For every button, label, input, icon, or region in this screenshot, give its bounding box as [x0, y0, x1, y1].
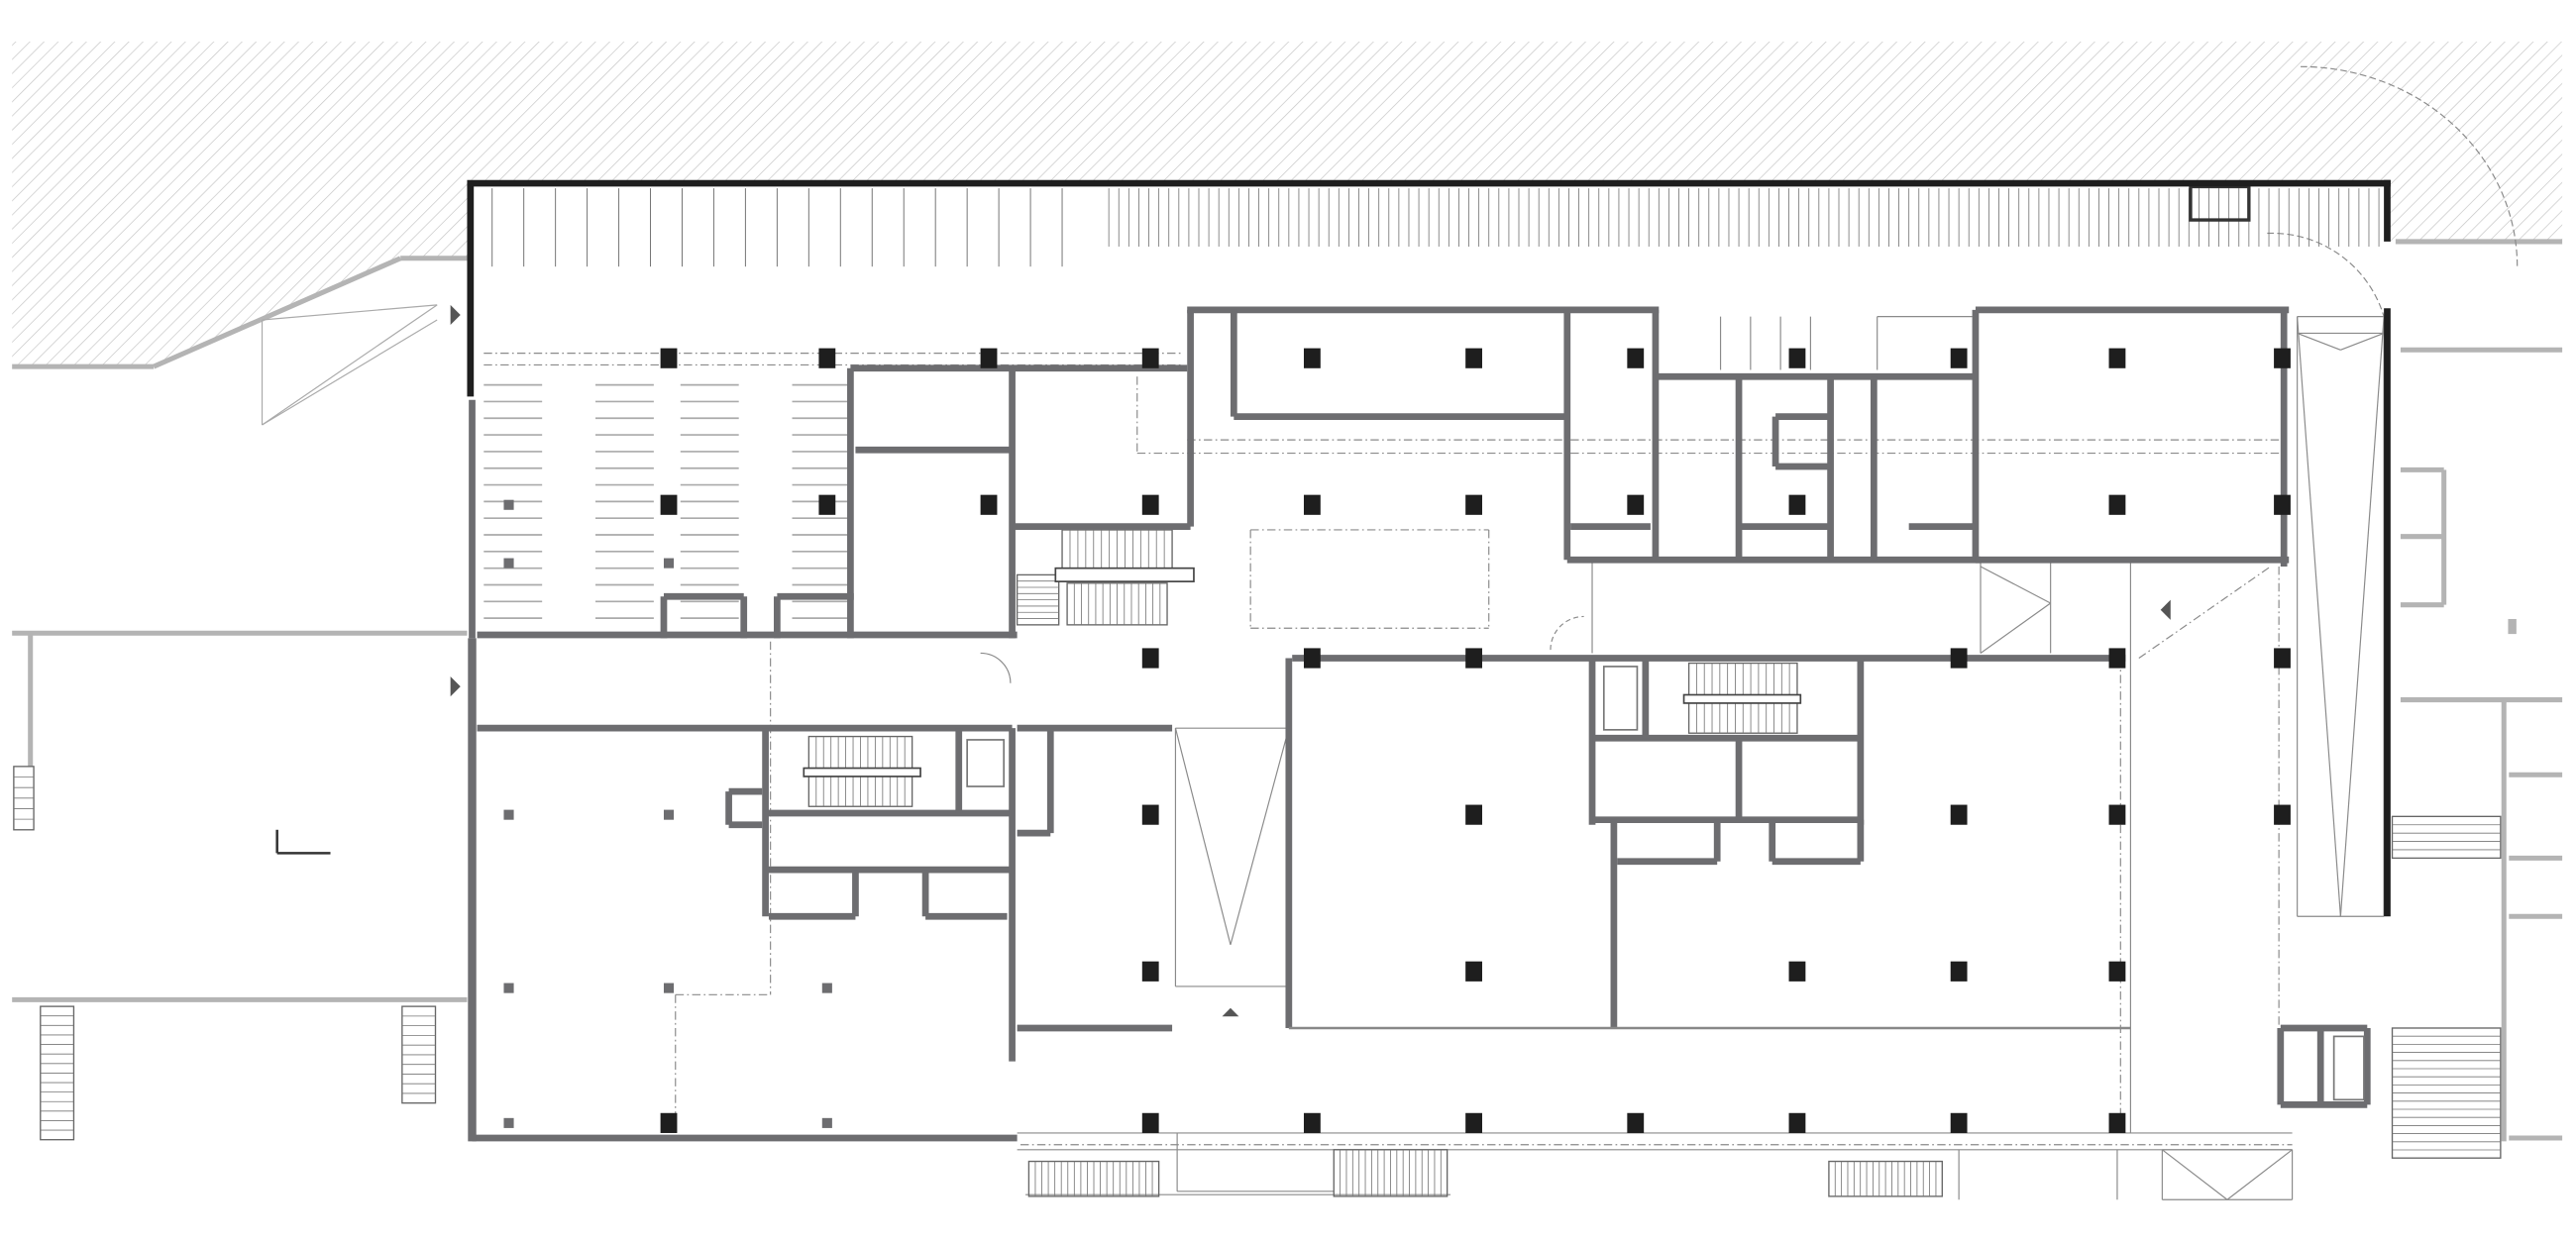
secondary-column	[663, 809, 675, 820]
door-swing	[1550, 615, 1584, 651]
secondary-column	[503, 1117, 514, 1128]
stairs	[13, 383, 2502, 1197]
column	[1141, 804, 1159, 825]
ramp-line	[262, 319, 438, 426]
structural-columns	[503, 348, 2291, 1133]
column	[1788, 961, 1806, 982]
outline-line	[2226, 1149, 2293, 1200]
secondary-column	[663, 983, 675, 993]
outline-line	[2162, 1149, 2228, 1200]
column	[1141, 494, 1159, 515]
column	[1465, 348, 1482, 368]
column	[980, 348, 998, 368]
entrance-arrow-icon	[450, 676, 461, 697]
column	[2274, 494, 2291, 515]
column	[2274, 804, 2291, 825]
secondary-column	[503, 499, 514, 510]
secondary-column	[503, 558, 514, 569]
column	[1465, 494, 1482, 515]
fixture	[1602, 666, 1639, 731]
column	[1141, 1112, 1159, 1133]
column	[1303, 1112, 1321, 1133]
outline-line	[2339, 316, 2385, 917]
outline-line	[2340, 332, 2385, 351]
site-marker	[2508, 618, 2517, 635]
entrance-arrow-icon	[450, 304, 461, 326]
column	[1465, 1112, 1482, 1133]
outline-line	[2297, 316, 2341, 917]
column	[660, 494, 678, 515]
ramp-line	[262, 304, 438, 321]
stair-landing	[1682, 693, 1802, 704]
column	[2108, 348, 2126, 368]
site-hatch-area	[12, 42, 2563, 367]
column	[1303, 648, 1321, 669]
column	[2274, 348, 2291, 368]
column	[1465, 648, 1482, 669]
column	[1141, 648, 1159, 669]
outline-line	[1230, 728, 1290, 946]
outline-line	[2297, 332, 2341, 351]
column	[1141, 961, 1159, 982]
column	[1141, 348, 1159, 368]
secondary-column	[503, 809, 514, 820]
column	[2274, 648, 2291, 669]
entrance-arrow-icon	[2160, 599, 2171, 620]
site-line	[153, 256, 402, 369]
column	[818, 348, 836, 368]
stair-outline	[2391, 815, 2502, 860]
column	[2108, 961, 2126, 982]
column	[1627, 1112, 1645, 1133]
column	[1627, 348, 1645, 368]
column	[2108, 804, 2126, 825]
column	[1950, 1112, 1968, 1133]
exterior-walls	[467, 179, 2391, 1142]
column	[2108, 648, 2126, 669]
entrance-arrow-icon	[1222, 1007, 1239, 1017]
column	[1788, 1112, 1806, 1133]
entrance-markers	[450, 304, 2171, 1017]
column	[818, 494, 836, 515]
column	[1950, 348, 1968, 368]
site-boundary-lines	[12, 239, 2563, 1142]
column	[1950, 648, 1968, 669]
column	[1950, 804, 1968, 825]
outline-line	[1980, 566, 2051, 604]
column	[1627, 494, 1645, 515]
column	[1465, 804, 1482, 825]
fixture	[966, 739, 1006, 787]
site-curve	[2301, 65, 2519, 267]
dashed-line	[2138, 566, 2272, 659]
stair-landing	[1054, 567, 1195, 582]
outline-line	[1174, 728, 1232, 946]
secondary-column	[503, 983, 514, 993]
outline-line	[1980, 602, 2051, 654]
column	[2108, 1112, 2126, 1133]
secondary-column	[821, 983, 832, 993]
door-swing	[980, 652, 1012, 683]
interior-walls	[472, 306, 2371, 1142]
column	[1788, 348, 1806, 368]
ramp-line	[262, 304, 438, 426]
secondary-column	[821, 1117, 832, 1128]
door-swing	[2267, 232, 2385, 317]
column	[660, 1112, 678, 1133]
fixture	[2332, 1035, 2365, 1101]
column	[1303, 348, 1321, 368]
stair-landing	[803, 767, 921, 777]
north-strip-lines	[491, 184, 2380, 267]
column	[980, 494, 998, 515]
column	[2108, 494, 2126, 515]
column	[1465, 961, 1482, 982]
column	[1788, 494, 1806, 515]
secondary-column	[663, 558, 675, 569]
column	[1303, 494, 1321, 515]
column	[660, 348, 678, 368]
column	[1950, 961, 1968, 982]
